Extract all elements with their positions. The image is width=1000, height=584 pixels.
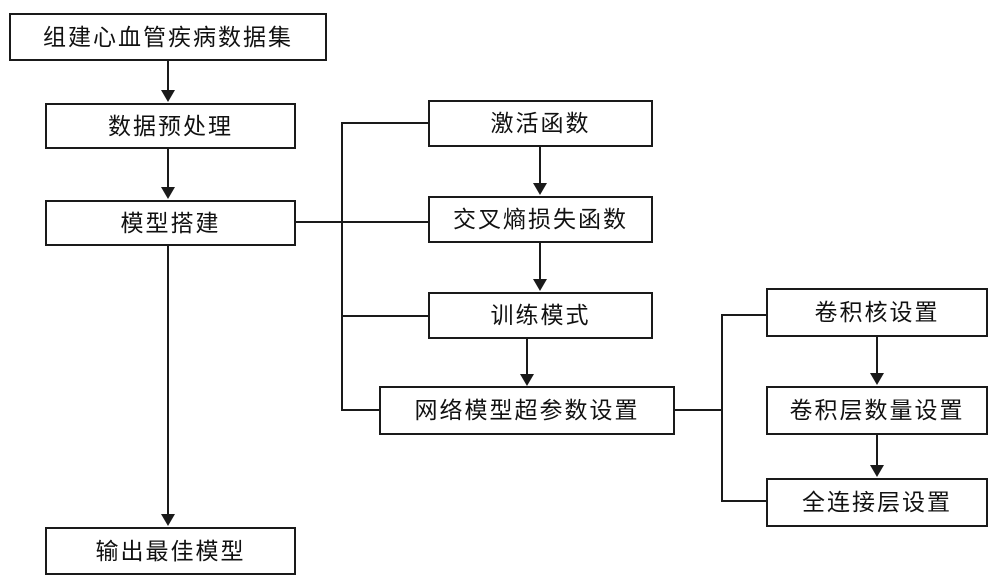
node-label: 网络模型超参数设置 [414,398,640,423]
edge-modelbuild-to-bus [296,221,428,223]
edge-trainmode-to-hyperparams [526,339,528,374]
bus-middle-vertical [341,122,343,410]
edge-kernel-to-convlayers [876,337,878,373]
edge-bus-to-hyperparams [341,409,380,411]
node-activation-function[interactable]: 激活函数 [428,100,653,147]
edge-modelbuild-to-output [167,246,169,514]
node-build-cardiovascular-dataset[interactable]: 组建心血管疾病数据集 [9,13,327,61]
edge-hyperparams-to-rightbus [675,409,723,411]
edge-rightbus-to-kernel [721,314,767,316]
arrowhead-output [161,514,175,526]
arrowhead-modelbuild [161,187,175,199]
arrowhead-trainmode [533,279,547,291]
node-fully-connected-layer-settings[interactable]: 全连接层设置 [766,478,988,527]
node-label: 模型搭建 [120,210,221,236]
edge-convlayers-to-fclayer [876,435,878,465]
arrowhead-hyperparams [520,374,534,386]
node-label: 全连接层设置 [802,490,952,515]
node-convolution-kernel-settings[interactable]: 卷积核设置 [766,288,988,337]
node-label: 激活函数 [490,111,591,136]
node-model-construction[interactable]: 模型搭建 [45,200,296,246]
node-training-mode[interactable]: 训练模式 [428,292,653,339]
arrowhead-fclayer [870,465,884,477]
edge-activation-to-loss [539,147,541,183]
node-data-preprocessing[interactable]: 数据预处理 [45,103,296,149]
node-label: 训练模式 [490,303,591,328]
node-label: 卷积层数量设置 [789,398,965,423]
edge-loss-to-trainmode [539,243,541,279]
node-label: 组建心血管疾病数据集 [43,24,293,50]
node-output-best-model[interactable]: 输出最佳模型 [45,527,296,575]
node-label: 卷积核设置 [814,300,940,325]
arrowhead-convlayers [870,373,884,385]
edge-bus-to-trainmode [341,315,429,317]
edge-rightbus-to-fclayer [721,500,767,502]
bus-right-vertical [721,314,723,502]
node-network-hyperparameter-settings[interactable]: 网络模型超参数设置 [379,386,675,435]
arrowhead-loss [533,183,547,195]
edge-bus-to-activation [341,122,429,124]
node-label: 输出最佳模型 [95,538,246,564]
node-cross-entropy-loss-function[interactable]: 交叉熵损失函数 [428,196,653,243]
node-label: 数据预处理 [108,113,233,139]
edge-dataset-to-preprocess [167,61,169,91]
node-label: 交叉熵损失函数 [453,207,628,232]
node-convolution-layer-count-settings[interactable]: 卷积层数量设置 [766,386,988,435]
edge-preprocess-to-modelbuild [167,149,169,188]
arrowhead-preprocess [161,90,175,102]
